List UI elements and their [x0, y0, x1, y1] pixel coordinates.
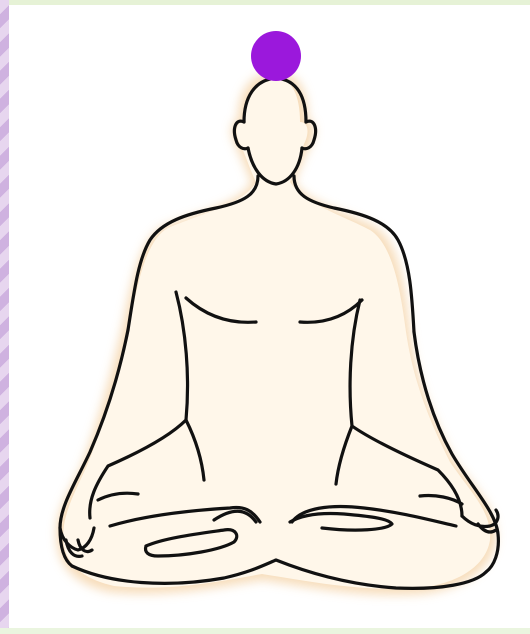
crown-chakra-dot — [251, 31, 301, 81]
